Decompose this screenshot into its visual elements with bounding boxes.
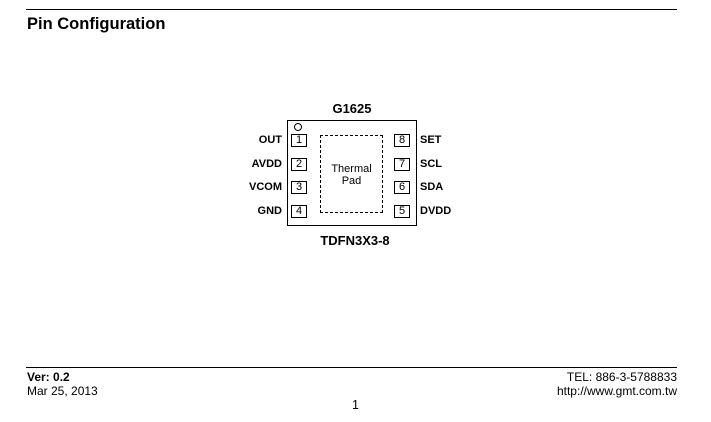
pin-name-6: SDA <box>420 181 444 193</box>
date-label: Mar 25, 2013 <box>27 384 98 398</box>
package-outline <box>287 120 417 226</box>
bottom-rule <box>26 367 677 368</box>
thermal-pad-label: Thermal Pad <box>320 163 383 187</box>
pin-number-5: 5 <box>394 205 410 218</box>
page-number: 1 <box>352 398 359 412</box>
footer-right: TEL: 886-3-5788833 http://www.gmt.com.tw <box>557 370 677 398</box>
telephone-label: TEL: 886-3-5788833 <box>566 370 677 384</box>
website-link[interactable]: http://www.gmt.com.tw <box>556 384 677 398</box>
thermal-pad <box>320 135 383 213</box>
pin1-marker-icon <box>294 123 302 131</box>
pin-name-1: OUT <box>258 134 282 146</box>
pad-label-line1: Thermal <box>331 163 372 175</box>
pin-number-3: 3 <box>291 181 307 194</box>
pin-number-4: 4 <box>291 205 307 218</box>
pin-name-5: DVDD <box>420 205 452 217</box>
pin-name-4: GND <box>257 205 282 217</box>
pin-number-8: 8 <box>394 134 410 147</box>
version-label: Ver: 0.2 <box>27 370 70 384</box>
pin-number-1: 1 <box>291 134 307 147</box>
section-title: Pin Configuration <box>27 15 166 33</box>
pin-number-6: 6 <box>394 181 410 194</box>
pin-name-2: AVDD <box>251 158 282 170</box>
pin-number-7: 7 <box>394 158 410 171</box>
pad-label-line2: Pad <box>341 175 362 187</box>
footer-left: Ver: 0.2 Mar 25, 2013 <box>27 370 98 398</box>
package-name: TDFN3X3-8 <box>320 233 390 248</box>
pin-name-7: SCL <box>420 158 442 170</box>
pin-name-8: SET <box>420 134 442 146</box>
pin-name-3: VCOM <box>249 181 282 193</box>
pin-number-2: 2 <box>291 158 307 171</box>
chip-name: G1625 <box>332 101 372 116</box>
top-rule <box>26 9 677 10</box>
